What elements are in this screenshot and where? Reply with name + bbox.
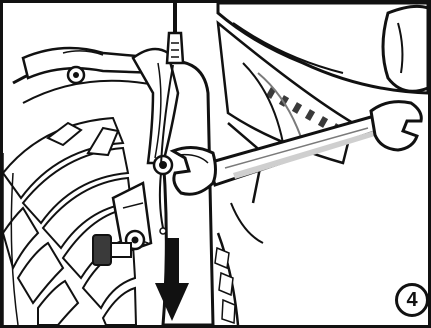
step-number-badge: 4 [395,283,429,317]
bicycle-brake-adjustment-drawing [3,3,428,325]
step-number: 4 [406,290,417,310]
